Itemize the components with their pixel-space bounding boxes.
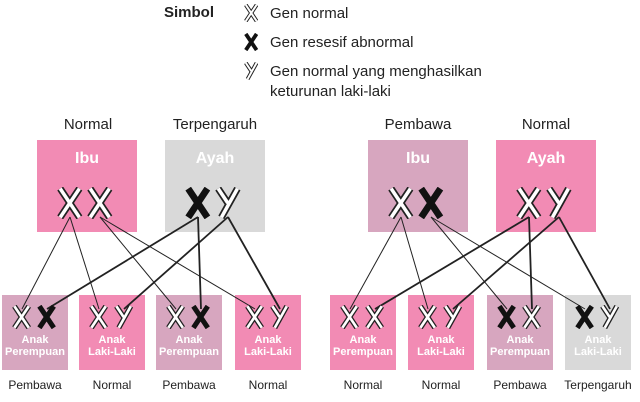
inheritance-line: [400, 216, 429, 310]
child-label: Anak Laki-Laki: [244, 334, 292, 358]
mother-label: Ibu: [406, 150, 430, 167]
inheritance-line: [69, 216, 100, 310]
normal-x-gene-icon: [87, 186, 113, 224]
child-status: Normal: [92, 378, 132, 392]
inheritance-line: [227, 216, 281, 310]
normal-x-gene-icon: [418, 304, 437, 334]
child-label: Anak Perempuan: [490, 334, 550, 358]
legend-text: Gen resesif abnormal: [270, 34, 414, 51]
normal-x-gene-icon: [12, 304, 31, 334]
abnormal-x-gene-icon: [575, 304, 594, 334]
child-status: Pembawa: [493, 378, 547, 392]
father-label: Ayah: [526, 150, 566, 167]
legend-title: Simbol: [164, 4, 215, 21]
inheritance-line: [374, 216, 530, 310]
child-status: Terpengaruh: [564, 378, 632, 392]
inheritance-line: [430, 216, 586, 310]
y-gene-icon: [244, 61, 270, 86]
child-status: Normal: [343, 378, 383, 392]
legend-item-y-gene: Gen normal yang menghasilkan keturunan l…: [244, 61, 482, 102]
normal-x-gene-icon: [57, 186, 83, 224]
inheritance-line: [452, 216, 560, 310]
inheritance-line: [430, 216, 508, 310]
father-box: Ayah: [496, 140, 596, 232]
child-label: Anak Laki-Laki: [417, 334, 465, 358]
child-label: Anak Perempuan: [5, 334, 65, 358]
abnormal-x-gene-icon: [418, 186, 444, 224]
abnormal-x-gene-icon: [497, 304, 516, 334]
father-box: Ayah: [165, 140, 265, 232]
legend-item-normal-gene: Gen normal: [244, 3, 349, 28]
inheritance-line: [349, 216, 402, 310]
child-label: Anak Laki-Laki: [574, 334, 622, 358]
mother-label: Ibu: [75, 150, 99, 167]
mother-box: Ibu: [37, 140, 137, 232]
father-label: Ayah: [195, 150, 235, 167]
abnormal-x-gene-icon: [191, 304, 210, 334]
inheritance-line: [197, 216, 202, 310]
normal-y-gene-icon: [114, 304, 134, 334]
legend-item-abnormal-gene: Gen resesif abnormal: [244, 32, 414, 57]
normal-x-gene-icon: [365, 304, 384, 334]
normal-x-gene-icon: [516, 186, 542, 224]
child-status: Normal: [248, 378, 288, 392]
normal-y-gene-icon: [546, 186, 572, 224]
normal-x-gene-icon: [166, 304, 185, 334]
legend-text: Gen normal yang menghasilkan keturunan l…: [270, 63, 482, 100]
inheritance-line: [46, 216, 199, 310]
normal-x-gene-icon: [89, 304, 108, 334]
child-box: Anak Laki-Laki: [408, 295, 474, 370]
child-status: Pembawa: [162, 378, 216, 392]
mother-box: Ibu: [368, 140, 468, 232]
normal-y-gene-icon: [215, 186, 241, 224]
child-label: Anak Perempuan: [159, 334, 219, 358]
child-label: Anak Laki-Laki: [88, 334, 136, 358]
parent-status: Normal: [63, 116, 113, 133]
parent-status: Terpengaruh: [172, 116, 258, 133]
inheritance-line: [528, 216, 533, 310]
child-label: Anak Perempuan: [333, 334, 393, 358]
parent-status: Normal: [521, 116, 571, 133]
child-status: Pembawa: [8, 378, 62, 392]
inheritance-line: [558, 216, 611, 310]
normal-x-gene-icon: [340, 304, 359, 334]
normal-y-gene-icon: [600, 304, 620, 334]
child-status: Normal: [421, 378, 461, 392]
normal-x-gene-icon: [244, 3, 270, 28]
inheritance-line: [21, 216, 71, 310]
normal-x-gene-icon: [245, 304, 264, 334]
normal-x-gene-icon: [522, 304, 541, 334]
normal-y-gene-icon: [443, 304, 463, 334]
parent-status: Pembawa: [384, 116, 452, 133]
inheritance-line: [123, 216, 229, 310]
inheritance-line: [99, 216, 177, 310]
abnormal-x-gene-icon: [37, 304, 56, 334]
legend-text: Gen normal: [270, 5, 349, 22]
abnormal-x-gene-icon: [244, 32, 270, 57]
normal-y-gene-icon: [270, 304, 290, 334]
inheritance-line: [99, 216, 256, 310]
normal-x-gene-icon: [388, 186, 414, 224]
abnormal-x-gene-icon: [185, 186, 211, 224]
